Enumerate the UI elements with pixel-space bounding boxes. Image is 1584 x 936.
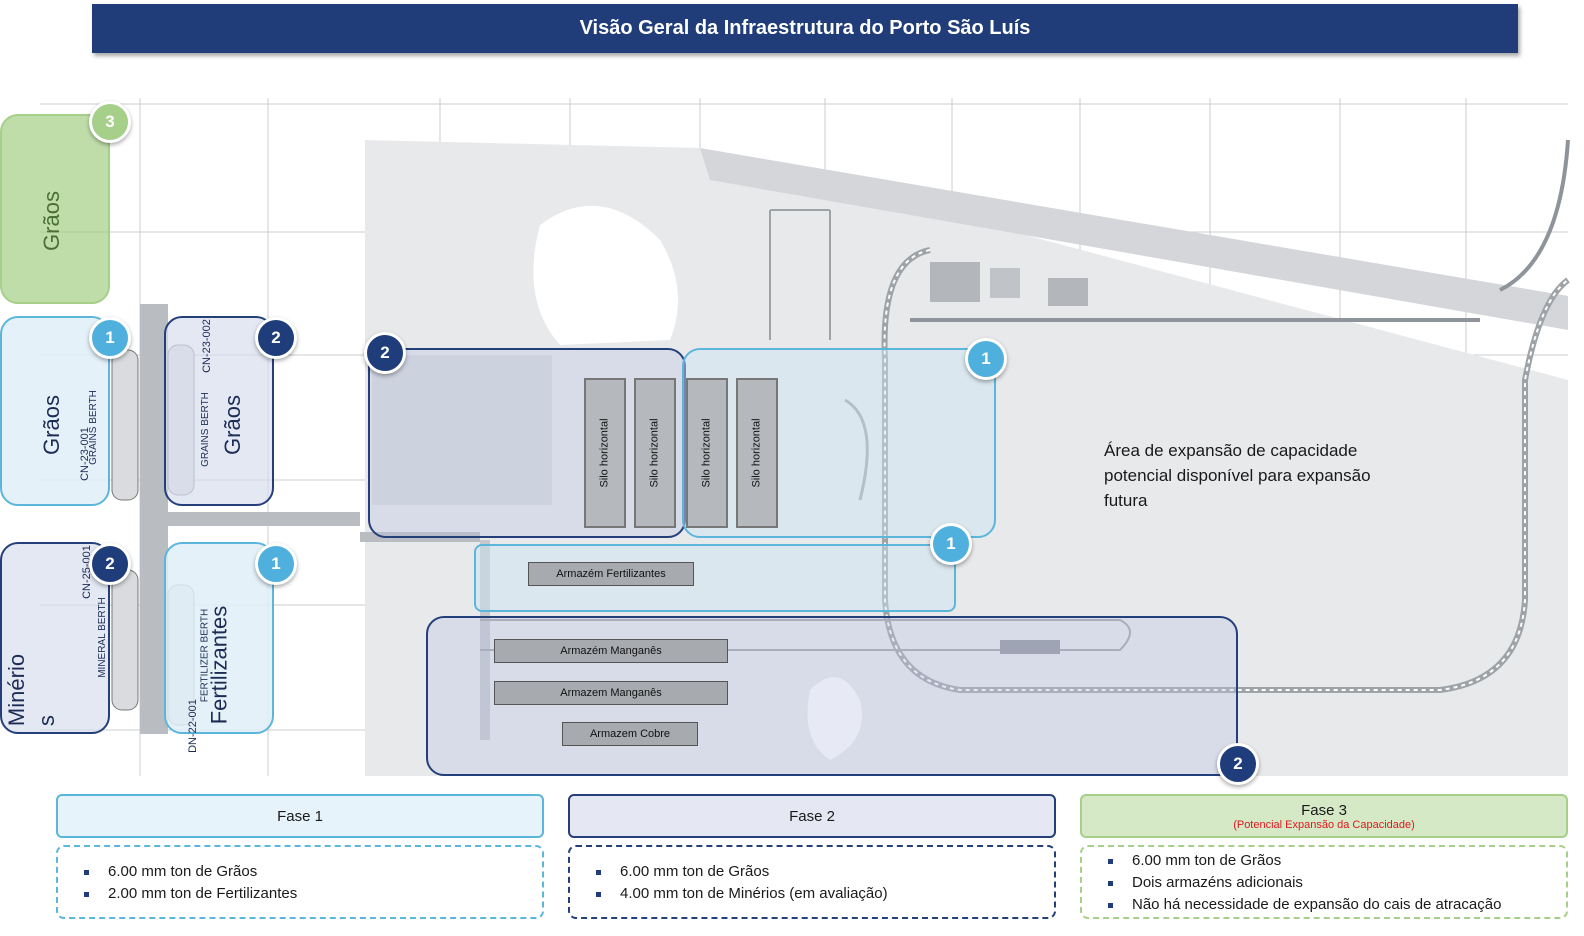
page-title: Visão Geral da Infraestrutura do Porto S… xyxy=(92,4,1518,53)
mineral-berth-label: MINERAL BERTH xyxy=(96,597,108,678)
zone-silos-fase1[interactable] xyxy=(682,348,996,538)
phase-2-badge: 2 xyxy=(364,332,406,374)
zone-fertilizantes[interactable] xyxy=(164,542,274,734)
zone-graos-fase3-label: Grãos xyxy=(38,191,64,251)
phase-3-subtitle: (Potencial Expansão da Capacidade) xyxy=(1233,818,1415,831)
fertilizer-berth-code: DN-22-001 xyxy=(186,699,199,753)
zone-graos-right-label: Grãos xyxy=(219,395,245,455)
warehouse-fertilizantes: Armazém Fertilizantes xyxy=(528,562,694,586)
phase-2-badge: 2 xyxy=(89,543,131,585)
list-item: 6.00 mm ton de Grãos xyxy=(1108,850,1552,872)
zone-graos-left-label: Grãos xyxy=(38,395,64,455)
zone-silos-fase2[interactable] xyxy=(368,348,686,538)
silo-horizontal-4: Silo horizontal xyxy=(736,378,778,528)
phase-3-title: Fase 3 xyxy=(1301,801,1347,819)
list-item: 2.00 mm ton de Fertilizantes xyxy=(84,883,528,905)
phase-2-list: 6.00 mm ton de Grãos 4.00 mm ton de Miné… xyxy=(568,845,1056,919)
silo-label: Silo horizontal xyxy=(599,418,611,488)
fertilizer-berth-label: FERTILIZER BERTH xyxy=(199,608,211,703)
warehouse-cobre: Armazem Cobre xyxy=(562,722,698,746)
silo-label: Silo horizontal xyxy=(649,418,661,488)
phase-1-header: Fase 1 xyxy=(56,794,544,838)
silo-horizontal-3: Silo horizontal xyxy=(686,378,728,528)
phase-3-badge: 3 xyxy=(89,101,131,143)
zone-graos-right[interactable] xyxy=(164,316,274,506)
warehouse-manganes-2: Armazem Manganês xyxy=(494,681,728,705)
list-item: 6.00 mm ton de Grãos xyxy=(596,861,1040,883)
phase-2-header: Fase 2 xyxy=(568,794,1056,838)
warehouse-manganes-1: Armazém Manganês xyxy=(494,639,728,663)
phase-2-title: Fase 2 xyxy=(789,807,835,825)
grains-berth-2-label: GRAINS BERTH xyxy=(199,392,211,467)
phase-1-badge: 1 xyxy=(255,543,297,585)
grains-berth-2-code: CN-23-002 xyxy=(200,319,213,373)
zone-graos-fase3[interactable] xyxy=(0,114,110,304)
list-item: 4.00 mm ton de Minérios (em avaliação) xyxy=(596,883,1040,905)
list-item: Dois armazéns adicionais xyxy=(1108,872,1552,894)
phase-3-header: Fase 3 (Potencial Expansão da Capacidade… xyxy=(1080,794,1568,838)
phase-1-badge: 1 xyxy=(930,523,972,565)
phase-3-list: 6.00 mm ton de Grãos Dois armazéns adici… xyxy=(1080,845,1568,919)
grains-berth-1-code: CN-23-001 xyxy=(78,427,91,481)
phase-2-badge: 2 xyxy=(1217,743,1259,785)
silo-horizontal-1: Silo horizontal xyxy=(584,378,626,528)
silo-label: Silo horizontal xyxy=(701,418,713,488)
silo-horizontal-2: Silo horizontal xyxy=(634,378,676,528)
silo-label: Silo horizontal xyxy=(751,418,763,488)
phase-1-badge: 1 xyxy=(965,338,1007,380)
expansion-area-note: Área de expansão de capacidade potencial… xyxy=(1104,441,1371,510)
phase-1-badge: 1 xyxy=(89,317,131,359)
phase-1-list: 6.00 mm ton de Grãos 2.00 mm ton de Fert… xyxy=(56,845,544,919)
list-item: 6.00 mm ton de Grãos xyxy=(84,861,528,883)
zone-minerios-label: Minério s xyxy=(4,653,60,727)
phase-2-badge: 2 xyxy=(255,317,297,359)
phase-1-title: Fase 1 xyxy=(277,807,323,825)
list-item: Não há necessidade de expansão do cais d… xyxy=(1108,894,1552,916)
